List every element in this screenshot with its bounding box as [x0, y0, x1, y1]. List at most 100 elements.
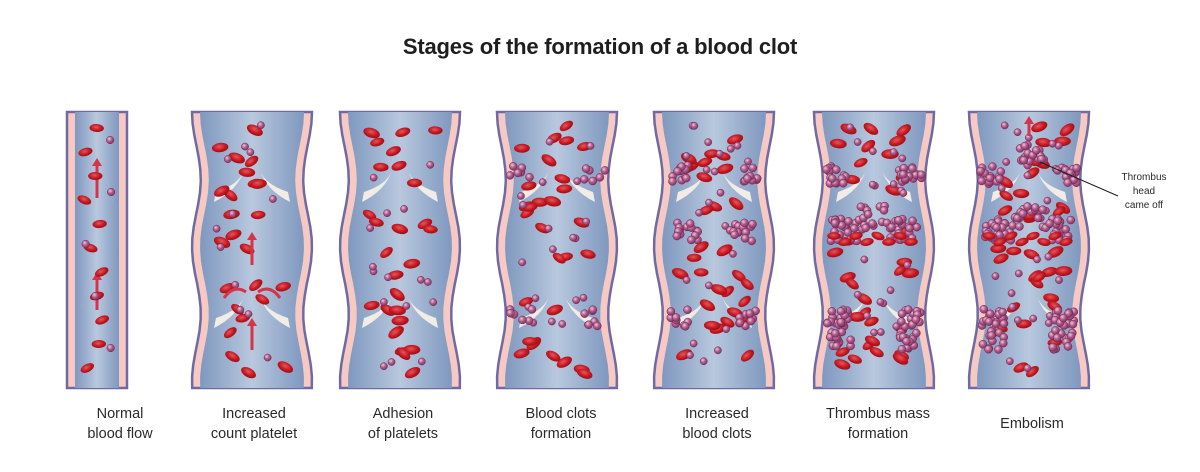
- platelet: [1023, 171, 1032, 180]
- platelet: [726, 144, 735, 153]
- platelet: [740, 218, 749, 228]
- vessel-lumen: [348, 112, 452, 388]
- red-blood-cell: [368, 217, 384, 227]
- platelet: [1053, 216, 1062, 226]
- platelet: [908, 216, 917, 226]
- red-blood-cell: [576, 368, 593, 379]
- platelet: [682, 152, 691, 160]
- red-blood-cell: [228, 152, 245, 164]
- platelet: [846, 335, 855, 345]
- red-blood-cell: [1059, 123, 1075, 137]
- platelet: [380, 362, 388, 371]
- platelet: [518, 315, 527, 325]
- platelet: [1031, 203, 1040, 212]
- platelet: [991, 272, 1000, 280]
- red-blood-cell: [391, 160, 407, 171]
- platelet: [593, 321, 602, 331]
- red-blood-cell: [1026, 231, 1040, 241]
- callout-line3: came off: [1124, 200, 1164, 211]
- red-blood-cell: [997, 205, 1013, 216]
- red-blood-cell: [554, 174, 571, 184]
- red-blood-cell: [1052, 206, 1066, 217]
- platelet: [740, 234, 750, 243]
- valve-leaflet: [260, 170, 290, 202]
- red-blood-cell: [238, 167, 256, 177]
- platelet: [686, 351, 694, 360]
- stage-label-line2: of platelets: [367, 426, 439, 442]
- platelet: [1045, 219, 1054, 228]
- platelet: [588, 305, 598, 314]
- platelet: [236, 305, 245, 314]
- red-blood-cell: [885, 184, 902, 196]
- red-blood-cell: [728, 197, 744, 211]
- platelet: [572, 296, 580, 305]
- valve-leaflet: [362, 296, 392, 328]
- platelet: [897, 317, 906, 326]
- stage-label-line2: blood clots: [682, 426, 752, 442]
- red-blood-cell: [860, 237, 874, 247]
- platelet: [1019, 155, 1029, 165]
- red-blood-cell: [363, 127, 380, 139]
- platelet: [897, 344, 907, 354]
- platelet: [518, 258, 527, 267]
- red-blood-cell: [893, 232, 907, 240]
- red-blood-cell: [704, 149, 720, 159]
- platelet: [832, 165, 841, 174]
- red-blood-cell: [389, 287, 405, 301]
- platelet: [517, 192, 525, 200]
- red-blood-cell: [863, 122, 879, 135]
- platelet: [877, 328, 885, 336]
- platelet: [681, 322, 690, 331]
- platelet: [988, 162, 997, 171]
- red-blood-cell: [710, 284, 728, 295]
- platelet: [733, 141, 742, 150]
- platelet: [1061, 225, 1070, 234]
- valve-leaflet: [836, 170, 866, 202]
- red-blood-cell: [861, 139, 876, 153]
- platelet: [581, 164, 591, 173]
- platelet: [1013, 316, 1022, 325]
- platelet: [91, 291, 100, 301]
- red-blood-cell: [1043, 293, 1060, 303]
- platelet: [902, 337, 911, 346]
- red-blood-cell: [556, 356, 572, 368]
- platelet: [904, 305, 913, 314]
- platelet: [212, 224, 221, 233]
- red-blood-cell: [514, 143, 530, 153]
- flow-arrow-curve: [257, 287, 282, 299]
- platelet: [1072, 163, 1081, 173]
- callout-pointer-line: [1039, 161, 1119, 197]
- red-blood-cell: [993, 253, 1009, 264]
- red-blood-cell: [1048, 231, 1062, 241]
- red-blood-cell: [88, 171, 103, 181]
- platelet: [241, 142, 249, 151]
- valve-leaflet: [565, 170, 595, 202]
- red-blood-cell: [388, 326, 404, 339]
- vessel-adhesion: [338, 110, 462, 390]
- platelet: [580, 309, 589, 318]
- red-blood-cell: [89, 123, 104, 133]
- stage-label-line2: formation: [847, 426, 909, 442]
- platelet: [748, 219, 757, 229]
- platelet: [870, 328, 878, 337]
- red-blood-cell: [91, 339, 107, 349]
- red-blood-cell: [275, 282, 291, 292]
- platelet: [600, 166, 610, 175]
- red-blood-cell: [513, 348, 530, 359]
- platelet: [1000, 121, 1009, 130]
- platelet: [908, 164, 917, 173]
- red-blood-cell: [249, 279, 263, 291]
- platelet: [985, 173, 995, 183]
- platelet: [519, 201, 527, 209]
- stage-label-adhesion: Adhesion of platelets: [333, 404, 473, 444]
- red-blood-cell: [1004, 231, 1018, 241]
- red-blood-cell: [95, 315, 110, 325]
- platelet: [1055, 276, 1063, 284]
- platelet: [716, 188, 725, 197]
- platelet: [1008, 303, 1017, 311]
- platelet: [746, 316, 756, 326]
- platelet: [987, 331, 996, 340]
- platelet: [722, 325, 731, 334]
- red-blood-cell: [552, 252, 566, 264]
